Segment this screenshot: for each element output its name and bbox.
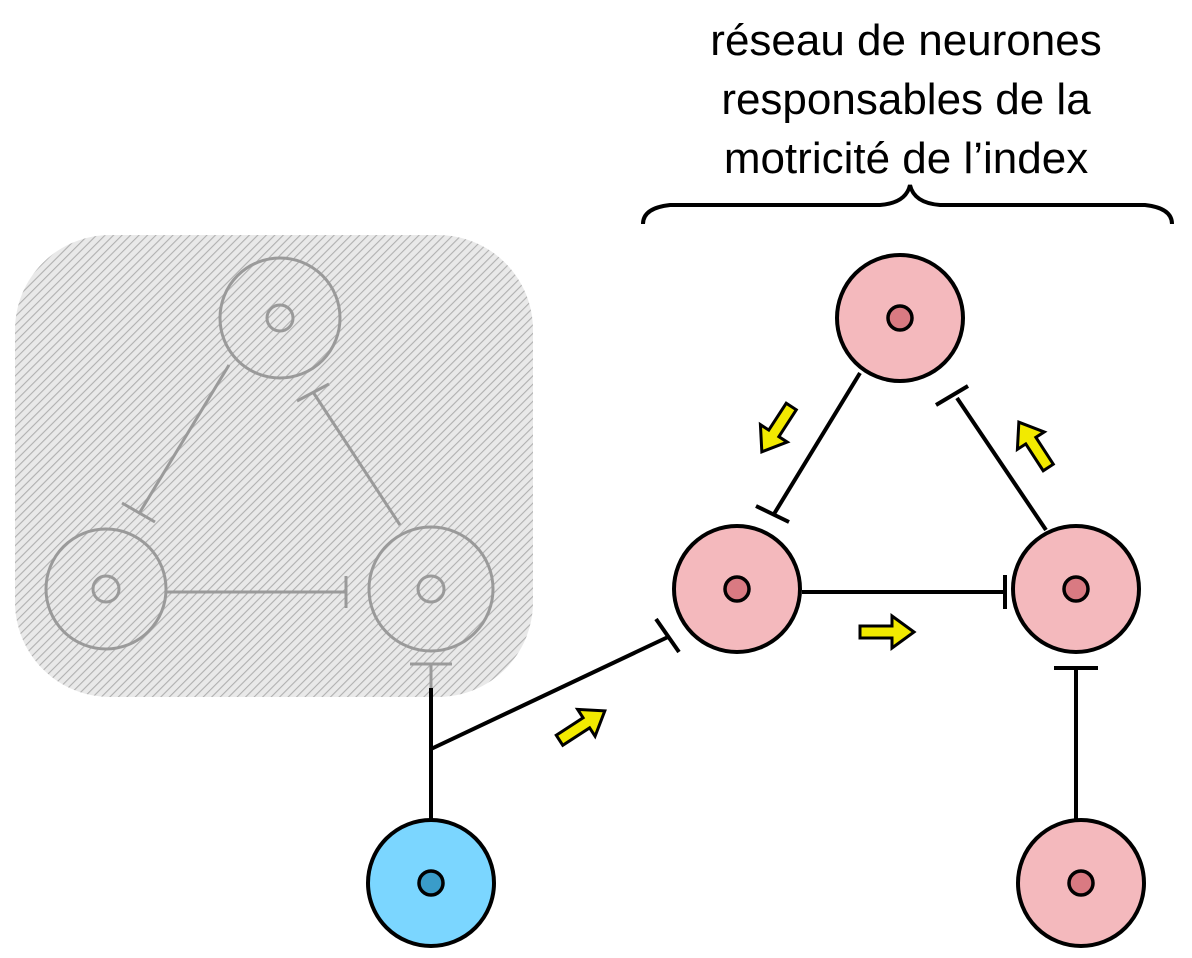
faded-network-region bbox=[15, 235, 533, 697]
neuron-pink-left bbox=[672, 524, 802, 654]
neuron-pink-right bbox=[1011, 524, 1141, 654]
faded-neuron-left bbox=[44, 527, 168, 651]
faded-neuron-top bbox=[218, 256, 342, 380]
blue-branch-terminal bbox=[654, 617, 681, 654]
top-to-left-axon bbox=[772, 371, 862, 516]
neuron-pink-bottom-right bbox=[1016, 818, 1146, 948]
network-title: réseau de neurones responsables de la mo… bbox=[710, 16, 1101, 183]
title-line-1: réseau de neurones bbox=[710, 16, 1101, 65]
blue-axon-branch bbox=[430, 635, 669, 751]
yellow-arrow-icon-right-to-top bbox=[1015, 420, 1056, 473]
yellow-arrow-icon-blue-to-left bbox=[554, 707, 607, 748]
title-line-2: responsables de la bbox=[721, 75, 1091, 124]
top-to-left-terminal bbox=[755, 504, 790, 524]
right-to-top-terminal bbox=[934, 384, 970, 407]
neuron-pink-top bbox=[835, 253, 965, 383]
right-to-top-axon bbox=[955, 396, 1048, 532]
active-connections bbox=[429, 371, 1098, 820]
faded-neuron-right bbox=[367, 525, 495, 653]
faded-connections bbox=[121, 364, 452, 688]
neuron-blue-bottom bbox=[366, 818, 496, 948]
yellow-arrow-icon-top-to-left bbox=[758, 401, 799, 454]
network-brace bbox=[641, 184, 1174, 225]
yellow-arrow-icon-left-to-right bbox=[858, 613, 917, 651]
title-line-3: motricité de l’index bbox=[724, 134, 1088, 183]
